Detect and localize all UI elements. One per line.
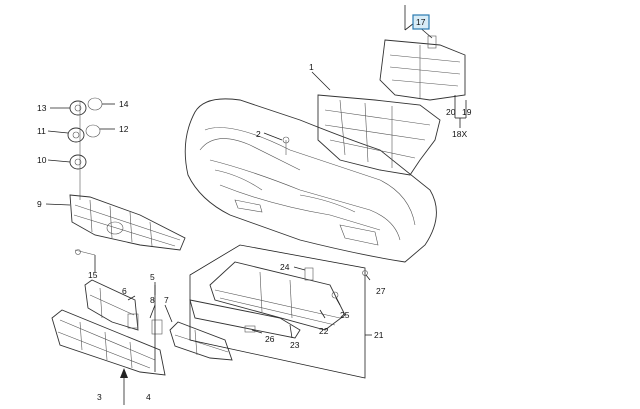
callout-15: 15 bbox=[88, 270, 98, 280]
grille-shutter bbox=[379, 35, 466, 101]
callout-26: 26 bbox=[265, 334, 275, 344]
leader-lines bbox=[45, 5, 467, 372]
front-grille bbox=[69, 194, 186, 251]
callout-24: 24 bbox=[280, 262, 290, 272]
callout-23: 23 bbox=[290, 340, 300, 350]
callout-12: 12 bbox=[119, 124, 129, 134]
callout-8: 8 bbox=[150, 295, 155, 305]
lower-grille-right bbox=[169, 321, 233, 361]
part-17-highlight-box bbox=[412, 14, 430, 30]
callout-7: 7 bbox=[164, 295, 169, 305]
callout-1: 1 bbox=[309, 62, 314, 72]
callout-19: 19 bbox=[462, 107, 472, 117]
callout-9: 9 bbox=[37, 199, 42, 209]
callout-25: 25 bbox=[340, 310, 350, 320]
direction-arrow bbox=[120, 368, 128, 405]
callout-11: 11 bbox=[37, 126, 46, 136]
callout-13: 13 bbox=[37, 103, 47, 113]
callout-3: 3 bbox=[97, 392, 102, 402]
callout-2: 2 bbox=[256, 129, 261, 139]
callout-21: 21 bbox=[374, 330, 384, 340]
bracket-8 bbox=[127, 313, 163, 335]
screw-2 bbox=[282, 136, 290, 155]
clip-16 bbox=[74, 249, 96, 256]
callout-5: 5 bbox=[150, 272, 155, 282]
bumper-cover bbox=[184, 98, 437, 263]
callout-10: 10 bbox=[37, 155, 47, 165]
callout-4: 4 bbox=[146, 392, 151, 402]
callout-20: 20 bbox=[446, 107, 456, 117]
callout-17: 17 bbox=[416, 17, 426, 27]
lower-grille-center bbox=[51, 309, 166, 376]
lower-beam-frame bbox=[189, 244, 368, 379]
callout-6: 6 bbox=[122, 286, 127, 296]
lower-grille-left bbox=[84, 279, 139, 331]
upper-bracket bbox=[317, 94, 441, 176]
callout-labels: 17 1 2 13 14 11 12 10 9 20 19 18X 15 5 6… bbox=[37, 14, 472, 402]
callout-18X: 18X bbox=[452, 129, 467, 139]
callout-22: 22 bbox=[319, 326, 329, 336]
callout-14: 14 bbox=[119, 99, 129, 109]
emblem-parts bbox=[67, 97, 103, 200]
callout-27: 27 bbox=[376, 286, 386, 296]
